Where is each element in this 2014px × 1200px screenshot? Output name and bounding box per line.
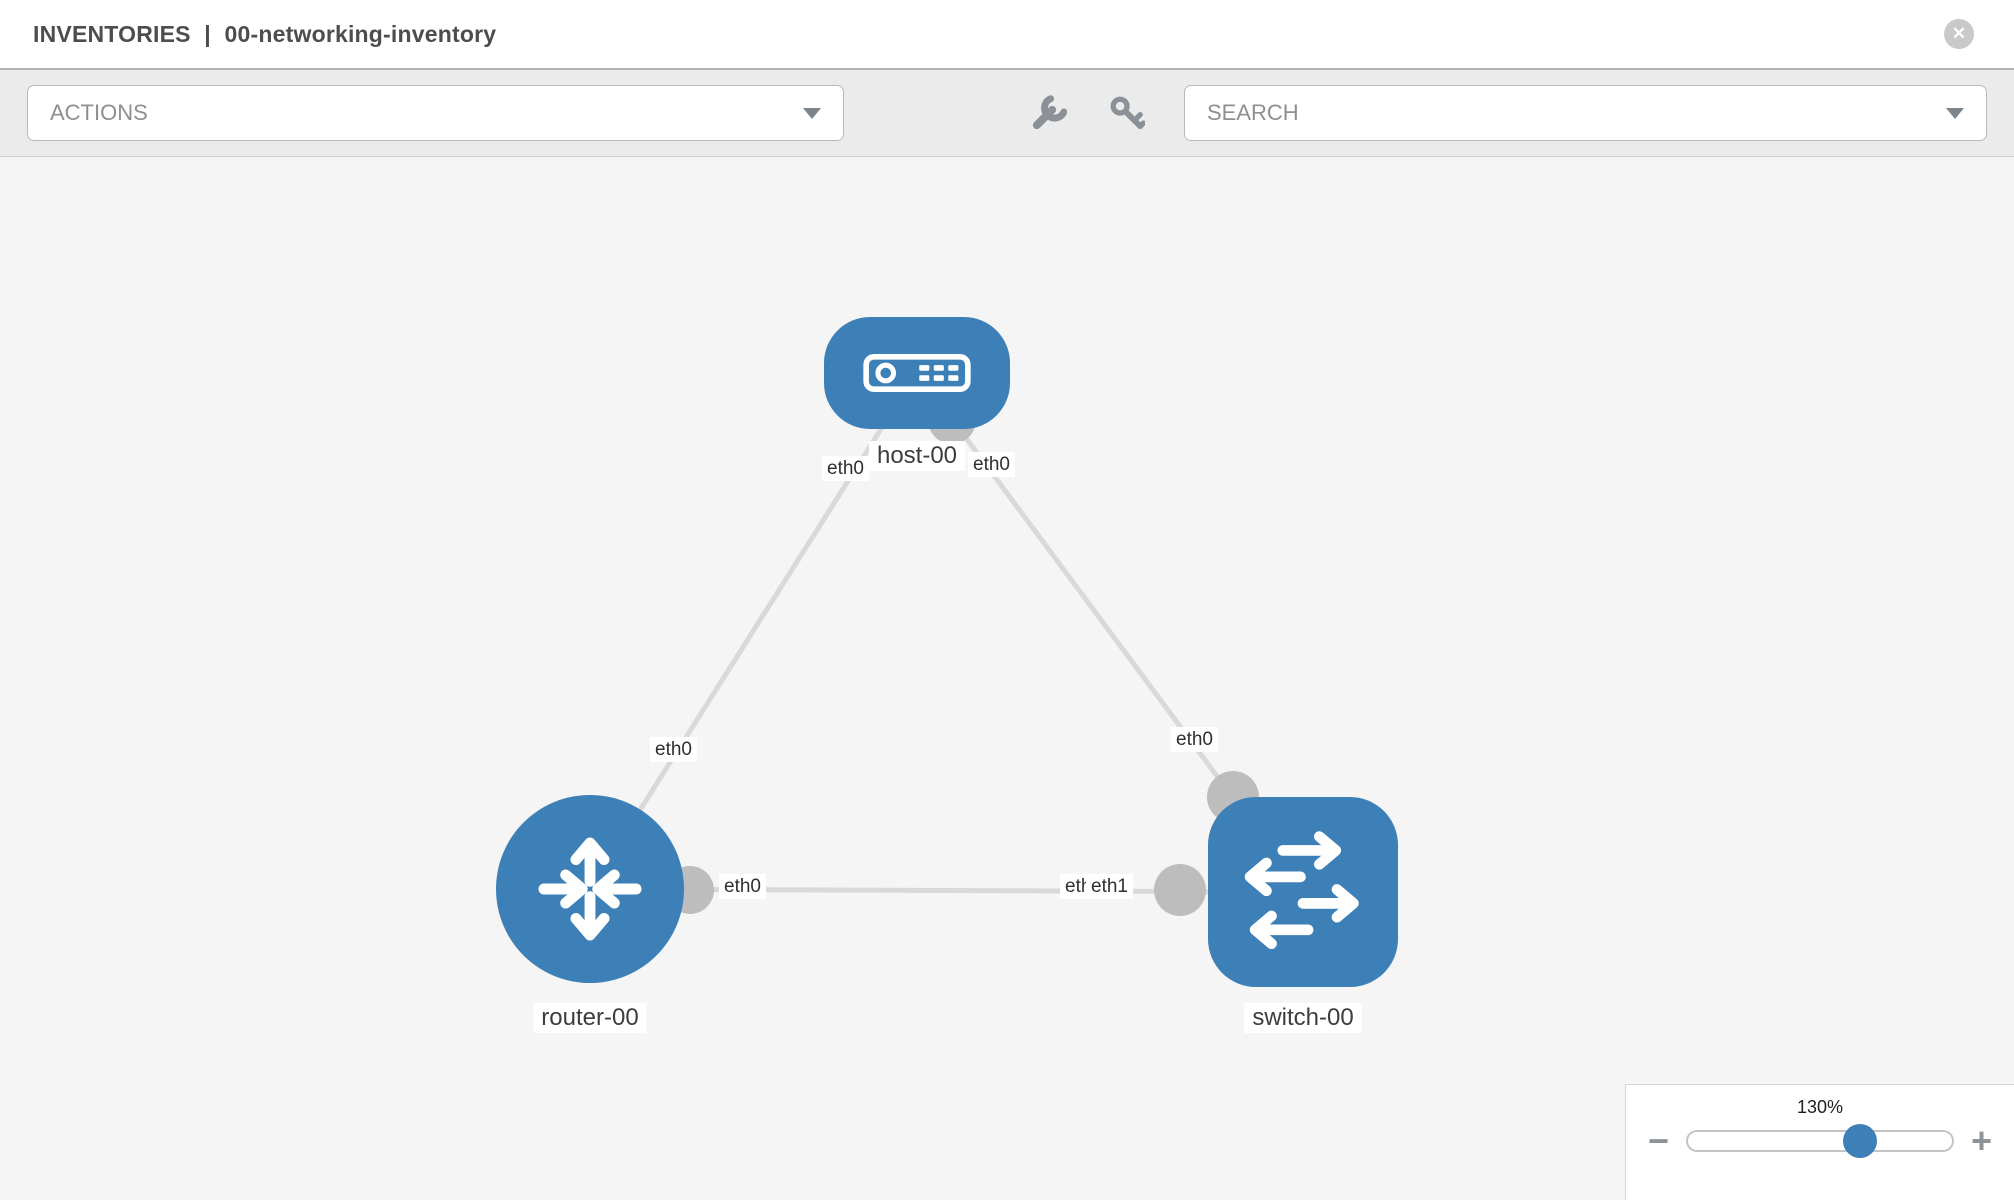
- close-icon[interactable]: ✕: [1944, 19, 1974, 49]
- router-icon: [538, 837, 642, 941]
- chevron-down-icon: [1946, 107, 1964, 119]
- switch-icon: [1244, 831, 1359, 950]
- node-switch-00[interactable]: [1208, 797, 1398, 987]
- actions-dropdown-label: ACTIONS: [50, 100, 148, 125]
- actions-dropdown[interactable]: ACTIONS: [27, 85, 844, 141]
- iface-label-router-host-host-end: eth0: [822, 456, 869, 481]
- key-icon: [1110, 96, 1145, 130]
- node-label-host: host-00: [868, 441, 966, 471]
- search-dropdown-label: SEARCH: [1207, 100, 1299, 125]
- zoom-panel: 130% − +: [1625, 1084, 2014, 1200]
- chevron-down-icon: [803, 107, 821, 119]
- wrench-icon: [1032, 95, 1067, 130]
- iface-label-router-host-router-end: eth0: [650, 737, 697, 762]
- zoom-in-button[interactable]: +: [1971, 1120, 1993, 1161]
- toolbar: ACTIONS SEARCH: [0, 70, 2014, 157]
- inventory-name: 00-networking-inventory: [224, 20, 497, 47]
- iface-label-router-switch-router-end: eth0: [719, 874, 766, 899]
- node-router-00[interactable]: [496, 795, 684, 983]
- iface-label-router-switch-switch-end-eth1: eth1: [1086, 874, 1133, 899]
- node-host-00[interactable]: [824, 317, 1010, 429]
- iface-label-host-switch-host-end: eth0: [968, 452, 1015, 477]
- topology-canvas[interactable]: host-00 router-00 switch-00 eth0 eth0 et…: [0, 157, 2014, 1200]
- search-dropdown[interactable]: SEARCH: [1184, 85, 1987, 141]
- zoom-slider-track[interactable]: [1686, 1124, 1955, 1158]
- iface-label-host-switch-switch-end: eth0: [1171, 727, 1218, 752]
- wrench-button[interactable]: [1029, 93, 1069, 133]
- topology-links-layer: [587, 370, 1306, 916]
- key-button[interactable]: [1107, 93, 1147, 133]
- breadcrumb-section: INVENTORIES: [33, 20, 191, 47]
- zoom-slider-thumb[interactable]: [1843, 1124, 1878, 1158]
- zoom-out-button[interactable]: −: [1648, 1120, 1670, 1161]
- page-title: INVENTORIES | 00-networking-inventory: [33, 21, 496, 48]
- zoom-level: 130%: [1796, 1097, 1844, 1117]
- interface-dot-switch-eth1[interactable]: [1154, 864, 1206, 916]
- tool-icons: [1029, 93, 1147, 133]
- zoom-row: − +: [1626, 1120, 2014, 1161]
- header: INVENTORIES | 00-networking-inventory ✕: [0, 0, 2014, 70]
- node-label-switch: switch-00: [1244, 1003, 1362, 1033]
- node-label-router: router-00: [533, 1003, 647, 1033]
- host-icon: [863, 354, 971, 392]
- breadcrumb-separator: |: [204, 20, 211, 47]
